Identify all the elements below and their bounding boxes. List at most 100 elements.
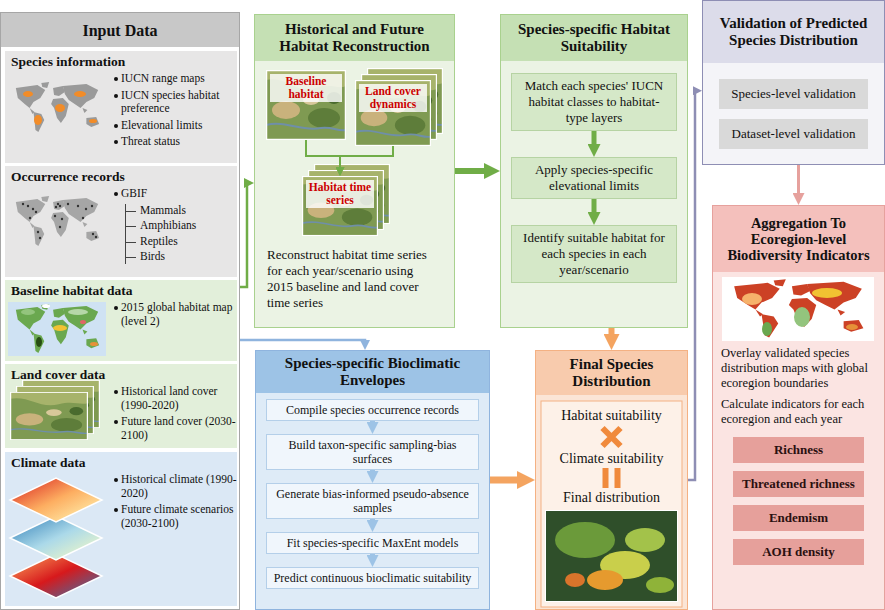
input-section: Species informationIUCN range mapsIUCN s…	[5, 51, 237, 163]
ecoregion-map	[846, 324, 858, 330]
bullet-dot	[114, 192, 118, 196]
inner-frame	[541, 401, 682, 607]
section-title: Baseline habitat data	[5, 280, 237, 299]
range-map	[34, 115, 42, 125]
occurrence-map	[39, 237, 41, 239]
occurrence-map	[95, 236, 97, 238]
equals-symbol	[603, 468, 621, 488]
image-label: Land cover dynamics	[359, 84, 427, 112]
distribution-map	[646, 577, 674, 593]
habitat-map	[36, 337, 42, 347]
input-item: Future land cover (2030-2100)	[121, 415, 237, 442]
multiply-symbol	[603, 428, 621, 446]
input-item: IUCN species habitat preference	[121, 89, 237, 116]
tree-line: MammalsAmphibiansReptilesBirds	[125, 204, 237, 264]
flow-arrow	[370, 554, 375, 561]
range-map	[23, 91, 33, 97]
list-item: Historical climate (1990-2020)	[113, 473, 237, 500]
habitat-map	[16, 304, 99, 353]
range-map	[16, 82, 99, 132]
occurrence-map	[59, 226, 61, 228]
multiply-symbol	[603, 428, 621, 446]
indicator-box: Threatened richness	[733, 471, 864, 497]
list-item: 2015 global habitat map (level 2)	[113, 301, 237, 328]
occurrence-map	[16, 196, 99, 246]
step-label: Predict continuous bioclimatic suitabili…	[273, 571, 472, 585]
occurrence-map	[29, 217, 31, 219]
indicator-label: AOH density	[738, 544, 859, 560]
image-label: Habitat time series	[306, 180, 374, 208]
flow-arrow	[240, 340, 365, 345]
spacer	[713, 391, 884, 397]
input-item: Future climate scenarios (2030-2100)	[121, 503, 237, 530]
distribution-map	[625, 528, 665, 552]
input-section: Occurrence recordsGBIFMammalsAmphibiansR…	[5, 166, 237, 277]
list-item: Future climate scenarios (2030-2100)	[113, 503, 237, 530]
list-item: IUCN range maps	[113, 72, 237, 86]
tree-tick	[126, 242, 136, 243]
flow-arrow	[306, 140, 340, 172]
occurrence-map	[54, 215, 56, 217]
step-label: Fit species-specific MaxEnt models	[273, 536, 472, 550]
bullet-dot	[114, 77, 118, 81]
list-item: Historical land cover (1990-2020)	[113, 385, 237, 412]
occurrence-map	[32, 208, 34, 210]
habitat-map	[8, 302, 106, 356]
input-item: IUCN range maps	[121, 72, 237, 86]
formula-term: Climate suitability	[536, 450, 687, 467]
flow-arrow	[592, 199, 597, 219]
formula-term: Final distribution	[536, 489, 687, 506]
list-item: Birds	[126, 250, 237, 264]
input-item: Threat status	[121, 135, 237, 149]
distribution-map	[587, 570, 623, 590]
process-step: Build taxon-specific sampling-bias surfa…	[266, 434, 479, 470]
process-panel: Species-specific Bioclimatic EnvelopesCo…	[255, 350, 490, 610]
flow-arrow	[340, 146, 393, 172]
step-label: Match each species' IUCN habitat classes…	[518, 78, 670, 126]
ecoregion-map	[794, 307, 810, 327]
input-item: GBIF	[121, 187, 237, 201]
climate-layers	[10, 478, 102, 598]
occurrence-map	[91, 205, 93, 207]
indicator-box: AOH density	[733, 539, 864, 565]
list-item: Future land cover (2030-2100)	[113, 415, 237, 442]
flow-arrow	[609, 328, 615, 342]
distribution-map	[545, 510, 678, 602]
bullet-dot	[114, 390, 118, 394]
ecoregion-map	[762, 322, 772, 336]
process-step: Compile species occurrence records	[266, 399, 479, 421]
image-label: Baseline habitat	[270, 74, 342, 102]
list-item: IUCN species habitat preference	[113, 89, 237, 116]
occurrence-map	[77, 205, 79, 207]
panel-title: Historical and Future Habitat Reconstruc…	[255, 15, 454, 61]
section-title: Species information	[5, 51, 237, 70]
habitat-map	[90, 342, 98, 346]
section-title: Land cover data	[5, 364, 237, 383]
occurrence-map	[35, 211, 37, 213]
input-item: 2015 global habitat map (level 2)	[121, 301, 237, 328]
occurrence-map	[55, 206, 57, 208]
habitat-images	[355, 80, 431, 146]
distribution-map	[546, 511, 678, 602]
process-panel: Species-specific Habitat SuitabilityMatc…	[500, 14, 688, 328]
item-column: Historical land cover (1990-2020) Future …	[113, 385, 237, 442]
formula-term: Habitat suitability	[536, 407, 687, 424]
indicator-box: Richness	[733, 437, 864, 463]
occurrence-map	[67, 203, 69, 205]
ecoregion-map	[722, 277, 874, 341]
range-map	[89, 119, 97, 123]
bullet-dot	[114, 140, 118, 144]
step-label: Identify suitable habitat for each speci…	[518, 230, 670, 278]
habitat-map	[21, 309, 35, 315]
equals-symbol	[603, 468, 609, 488]
habitat-images	[302, 176, 378, 236]
panel-title: Aggregation To Ecoregion-level Biodivers…	[713, 206, 884, 272]
panel-body-text: Calculate indicators for each ecoregion …	[713, 397, 884, 427]
occurrence-map	[57, 203, 59, 205]
process-step: Predict continuous bioclimatic suitabili…	[266, 567, 479, 589]
panel-body-text: Overlay validated species distribution m…	[713, 346, 884, 391]
climate-layers	[10, 478, 102, 522]
occurrence-map	[61, 218, 63, 220]
habitat-map	[80, 320, 86, 324]
step-label: Generate bias-informed pseudo-absence sa…	[273, 487, 472, 515]
